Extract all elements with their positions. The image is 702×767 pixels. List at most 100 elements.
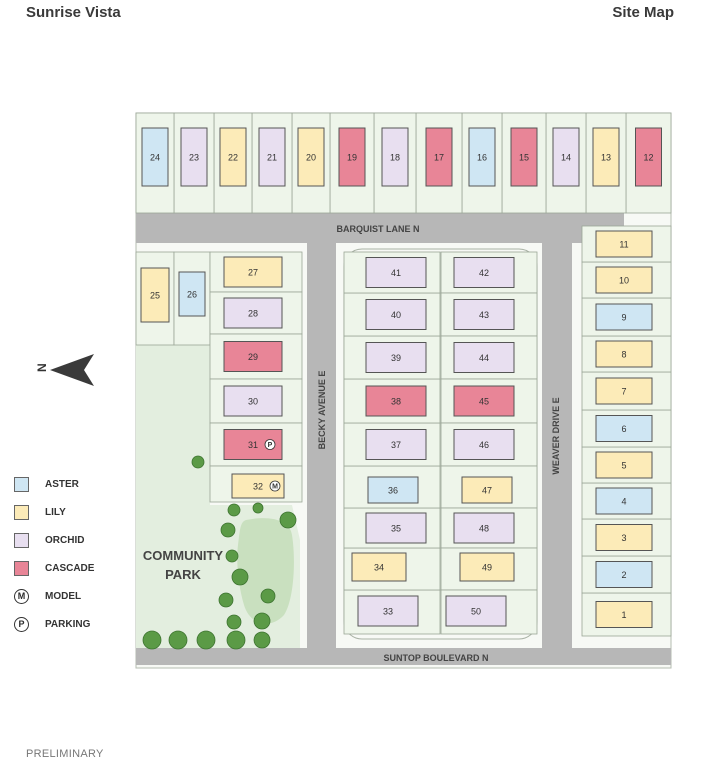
lot-number: 20 [306,153,316,163]
house-cascade [425,127,453,187]
lot-number: 39 [391,353,401,363]
lot-50[interactable]: 50 [440,589,538,635]
lot-number: 32 [253,482,263,492]
lot-30[interactable]: 30 [209,378,303,424]
house-cascade [338,127,366,187]
lot-19[interactable]: 19 [329,112,375,214]
lot-41[interactable]: 41 [343,251,441,294]
lot-number: 18 [390,153,400,163]
lot-10[interactable]: 10 [581,261,672,299]
lot-48[interactable]: 48 [440,507,538,549]
lot-number: 26 [187,290,197,300]
lot-23[interactable]: 23 [173,112,215,214]
house-orchid [381,127,409,187]
house-cascade [223,341,283,372]
lot-2[interactable]: 2 [581,555,672,594]
house-lily [461,476,513,504]
lot-3[interactable]: 3 [581,518,672,557]
lot-25[interactable]: 25 [135,251,175,346]
lot-39[interactable]: 39 [343,335,441,380]
lot-12[interactable]: 12 [625,112,672,214]
aster-swatch [14,476,29,492]
north-letter: N [35,363,49,372]
lot-number: 23 [189,153,199,163]
lot-number: 43 [479,310,489,320]
lot-number: 2 [621,570,626,580]
house-lily [219,127,247,187]
lot-13[interactable]: 13 [585,112,627,214]
lot-4[interactable]: 4 [581,482,672,520]
lot-number: 16 [477,153,487,163]
model-icon: M [14,588,29,604]
house-orchid [365,299,427,330]
lot-number: 33 [383,607,393,617]
house-orchid [365,342,427,373]
lot-40[interactable]: 40 [343,292,441,337]
lot-7[interactable]: 7 [581,371,672,411]
lot-5[interactable]: 5 [581,446,672,484]
parking-icon [264,439,276,450]
legend-label: ASTER [45,478,79,490]
house-aster [468,127,496,187]
lot-46[interactable]: 46 [440,422,538,467]
house-lily [595,230,653,258]
house-orchid [445,595,507,627]
cascade-swatch [14,560,29,576]
tree-icon [191,455,205,469]
lot-24[interactable]: 24 [135,112,175,214]
lot-49[interactable]: 49 [440,547,538,591]
house-orchid [223,385,283,417]
preliminary-note: PRELIMINARY [26,748,104,760]
lot-17[interactable]: 17 [415,112,463,214]
lot-15[interactable]: 15 [501,112,547,214]
house-lily [595,266,653,294]
lot-35[interactable]: 35 [343,507,441,549]
park-label-line1: COMMUNITY [143,548,223,563]
lot-45[interactable]: 45 [440,378,538,424]
community-name: Sunrise Vista [26,4,121,21]
house-lily [595,524,653,551]
lot-28[interactable]: 28 [209,291,303,335]
tree-icon [220,522,236,538]
house-aster [595,561,653,588]
lot-37[interactable]: 37 [343,422,441,467]
lot-34[interactable]: 34 [343,547,441,591]
lot-number: 10 [619,276,629,286]
lot-number: 48 [479,524,489,534]
page-title: Site Map [612,4,674,21]
tree-icon [168,630,188,650]
lot-21[interactable]: 21 [251,112,293,214]
lot-9[interactable]: 9 [581,297,672,337]
lot-8[interactable]: 8 [581,335,672,373]
lot-16[interactable]: 16 [461,112,503,214]
lot-27[interactable]: 27 [209,251,303,293]
house-cascade [510,127,538,187]
lot-number: 22 [228,153,238,163]
lot-number: 21 [267,153,277,163]
lot-42[interactable]: 42 [440,251,538,294]
lot-47[interactable]: 47 [440,465,538,509]
lot-38[interactable]: 38 [343,378,441,424]
lot-14[interactable]: 14 [545,112,587,214]
lot-1[interactable]: 1 [581,592,672,637]
house-orchid [365,512,427,544]
lot-36[interactable]: 36 [343,465,441,509]
house-aster [178,271,206,317]
lot-6[interactable]: 6 [581,409,672,448]
lot-33[interactable]: 33 [343,589,441,635]
lot-11[interactable]: 11 [581,225,672,263]
lot-number: 41 [391,268,401,278]
lot-number: 9 [621,313,626,323]
house-lily [297,127,325,187]
lot-22[interactable]: 22 [213,112,253,214]
lot-43[interactable]: 43 [440,292,538,337]
lot-18[interactable]: 18 [373,112,417,214]
lot-29[interactable]: 29 [209,333,303,380]
lot-number: 45 [479,397,489,407]
lot-26[interactable]: 26 [173,251,211,346]
lot-20[interactable]: 20 [291,112,331,214]
lot-44[interactable]: 44 [440,335,538,380]
